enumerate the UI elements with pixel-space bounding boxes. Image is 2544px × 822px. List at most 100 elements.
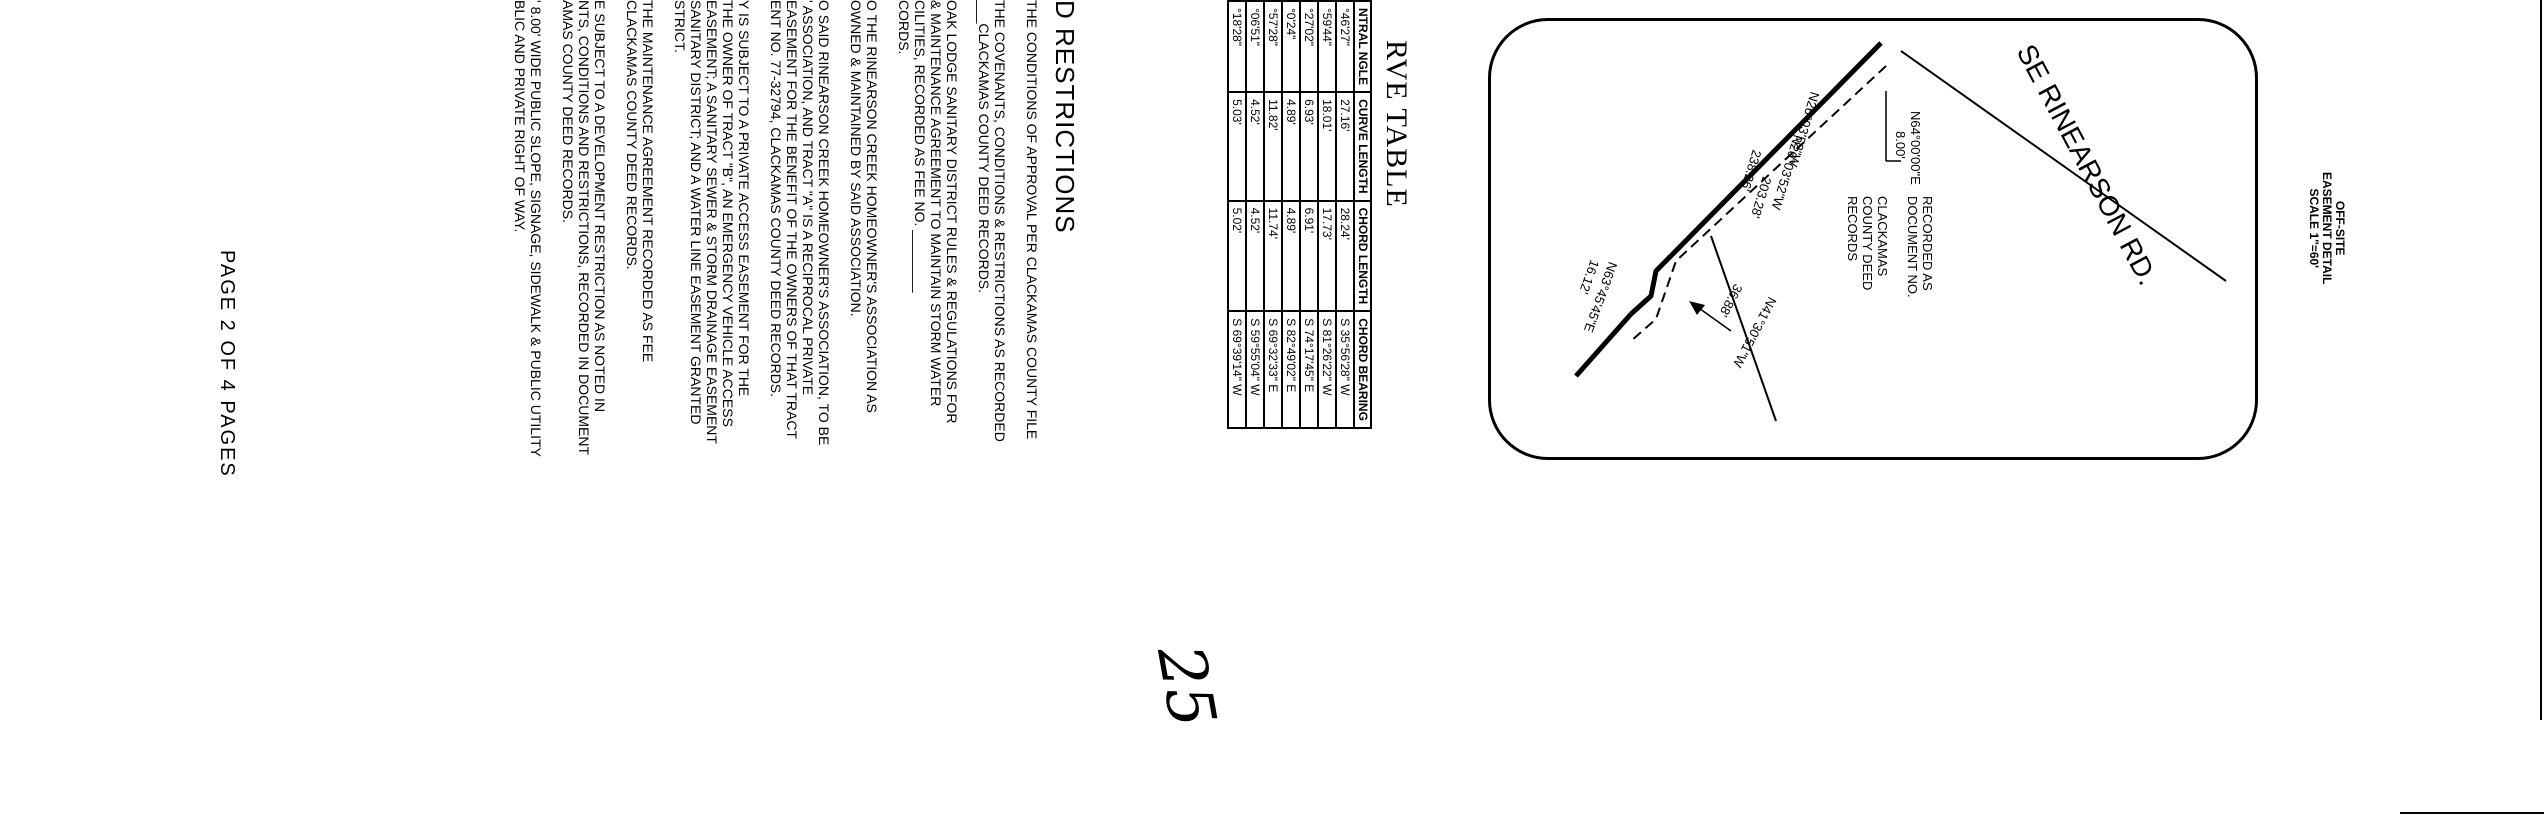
curve-table-wrap: NTRAL NGLE CURVE LENGTH CHORD LENGTH CHO…	[1227, 0, 1372, 429]
easement-boundary	[1629, 41, 1883, 316]
road-line	[1900, 50, 2227, 282]
table-cell: 4.89'	[1282, 92, 1300, 201]
recorded-line: DOCUMENT NO.	[1905, 196, 1920, 298]
restriction-line: Y IS SUBJECT TO A PRIVATE ACCESS EASEMEN…	[736, 0, 752, 397]
table-row: °27'02" 6.93' 6.91' S 74°17'45" E	[1300, 1, 1318, 428]
restriction-line: THE MAINTENANCE AGREEMENT RECORDED AS FE…	[640, 0, 656, 363]
restriction-line	[880, 0, 896, 457]
table-cell: °59'44"	[1318, 1, 1336, 93]
bearing-inner-label: N26°03'52"W	[1768, 133, 1805, 212]
restriction-line: O THE RINEARSON CREEK HOMEOWNER'S ASSOCI…	[864, 0, 880, 413]
table-row: °57'28" 11.82' 11.74' S 69°32'33" E	[1264, 1, 1282, 428]
easement-detail-frame: SE RINEARSON RD. N64°00'00"E 8.00' RECOR…	[1488, 18, 2258, 460]
restrictions-title: D RESTRICTIONS	[1050, 0, 1080, 234]
recorded-line: COUNTY DEED	[1860, 196, 1875, 290]
table-row: °0'24" 4.89' 4.89' S 82°49'02" E	[1282, 1, 1300, 428]
restriction-line: ' 8.00' WIDE PUBLIC SLOPE, SIGNAGE, SIDE…	[528, 0, 544, 457]
restriction-line: EASEMENT; A SANITARY SEWER & STORM DRAIN…	[704, 0, 720, 444]
page-number: PAGE 2 OF 4 PAGES	[216, 250, 238, 478]
table-row: °59'44" 18.01' 17.73' S 81°26'22" W	[1318, 1, 1336, 428]
recorded-line: RECORDS	[1845, 196, 1860, 261]
col-chord-bearing: CHORD BEARING	[1354, 311, 1371, 428]
table-cell: 5.03'	[1228, 92, 1246, 201]
easement-detail-drawing: SE RINEARSON RD. N64°00'00"E 8.00' RECOR…	[1574, 39, 2227, 422]
table-cell: 5.02'	[1228, 200, 1246, 312]
detail-title-block: OFF-SITE EASEMENT DETAIL SCALE 1"=60'	[2307, 172, 2347, 285]
curve-table-title: RVE TABLE	[1380, 40, 1413, 208]
table-cell: S 59°55'04" W	[1246, 311, 1264, 428]
restriction-line: THE COVENANTS, CONDITIONS & RESTRICTIONS…	[992, 0, 1008, 442]
restriction-line: CLACKAMAS COUNTY DEED RECORDS.	[624, 0, 640, 270]
arrow-head	[1689, 301, 1705, 315]
restriction-line: SANITARY DISTRICT; AND A WATER LINE EASE…	[688, 0, 704, 425]
table-cell: °18'28"	[1228, 1, 1246, 93]
restriction-line	[656, 0, 672, 457]
restriction-line: OWNED & MAINTAINED BY SAID ASSOCIATION.	[848, 0, 864, 317]
restriction-line: STRICT.	[672, 0, 688, 53]
table-row: °06'51" 4.52' 4.52' S 59°55'04" W	[1246, 1, 1264, 428]
table-cell: S 74°17'45" E	[1300, 311, 1318, 428]
table-row: °46'27" 27.16' 28.24' S 35°56'28" W	[1336, 1, 1354, 428]
table-cell: 17.73'	[1318, 200, 1336, 312]
table-cell: 11.74'	[1264, 200, 1282, 312]
table-cell: 18.01'	[1318, 92, 1336, 201]
easement-boundary-tail	[1574, 312, 1633, 378]
table-cell: 6.91'	[1300, 200, 1318, 312]
restriction-line	[1008, 0, 1024, 457]
table-cell: 4.89'	[1282, 200, 1300, 312]
table-cell: °57'28"	[1264, 1, 1282, 93]
restriction-line: EASEMENT FOR THE BENEFIT OF THE OWNERS O…	[784, 0, 800, 439]
curve-table-header: NTRAL NGLE CURVE LENGTH CHORD LENGTH CHO…	[1354, 1, 1371, 428]
restriction-line: THE CONDITIONS OF APPROVAL PER CLACKAMAS…	[1024, 0, 1040, 440]
restriction-line: ' ASSOCIATION, AND TRACT "A" IS A RECIPR…	[800, 0, 816, 396]
page-edge	[2540, 0, 2542, 720]
restriction-line: & MAINTENANCE AGREEMENT TO MAINTAIN STOR…	[928, 0, 944, 407]
table-cell: 28.24'	[1336, 200, 1354, 312]
restriction-line	[960, 0, 976, 457]
table-cell: °0'24"	[1282, 1, 1300, 93]
recorded-line: RECORDED AS	[1920, 196, 1935, 291]
table-cell: 4.52'	[1246, 92, 1264, 201]
col-curve-length: CURVE LENGTH	[1354, 92, 1371, 201]
recorded-line: CLACKAMAS	[1875, 196, 1890, 277]
table-cell: S 69°39'14" W	[1228, 311, 1246, 428]
restriction-line: CILITIES, RECORDED AS FEE NO. ________	[912, 0, 928, 293]
restriction-line: E SUBJECT TO A DEVELOPMENT RESTRICTION A…	[592, 0, 608, 413]
restriction-line: OAK LODGE SANITARY DISTRICT RULES & REGU…	[944, 0, 960, 424]
restriction-line: NTS, CONDITIONS AND RESTRICTIONS, RECORD…	[576, 0, 592, 456]
table-cell: 4.52'	[1246, 200, 1264, 312]
restriction-line: AMAS COUNTY DEED RECORDS.	[560, 0, 576, 223]
table-cell: S 82°49'02" E	[1282, 311, 1300, 428]
table-cell: °27'02"	[1300, 1, 1318, 93]
restriction-line	[544, 0, 560, 457]
restriction-line: O SAID RINEARSON CREEK HOMEOWNER'S ASSOC…	[816, 0, 832, 446]
width-top-label: 8.00'	[1893, 131, 1908, 159]
restriction-line	[752, 0, 768, 457]
table-cell: °06'51"	[1246, 1, 1264, 93]
page-edge-bottom	[2400, 812, 2544, 814]
restriction-line	[832, 0, 848, 457]
table-cell: 6.93'	[1300, 92, 1318, 201]
table-cell: 27.16'	[1336, 92, 1354, 201]
table-cell: S 69°32'33" E	[1264, 311, 1282, 428]
arrow-leader	[1695, 305, 1732, 332]
recorded-note: RECORDED AS DOCUMENT NO. CLACKAMAS COUNT…	[1845, 196, 1935, 298]
detail-subtitle: EASEMENT DETAIL	[2320, 172, 2334, 285]
col-chord-length: CHORD LENGTH	[1354, 200, 1371, 312]
table-cell: °46'27"	[1336, 1, 1354, 93]
restriction-line: ENT NO. 77-32794, CLACKAMAS COUNTY DEED …	[768, 0, 784, 398]
table-cell: 11.82'	[1264, 92, 1282, 201]
detail-scale: SCALE 1"=60'	[2307, 188, 2321, 269]
detail-title: OFF-SITE	[2333, 200, 2347, 256]
handwritten-mark: 25	[1142, 640, 1230, 734]
restriction-line: THE OWNER OF TRACT "B", AN EMERGENCY VEH…	[720, 0, 736, 427]
restriction-line	[608, 0, 624, 457]
table-cell: S 81°26'22" W	[1318, 311, 1336, 428]
table-cell: S 35°56'28" W	[1336, 311, 1354, 428]
road-label: SE RINEARSON RD.	[2011, 39, 2164, 290]
dist-lower-label: 36.88'	[1716, 282, 1746, 320]
restriction-line: CORDS.	[896, 0, 912, 55]
restriction-line: BLIC AND PRIVATE RIGHT OF WAY.	[512, 0, 528, 233]
lot-line	[1710, 235, 1777, 422]
